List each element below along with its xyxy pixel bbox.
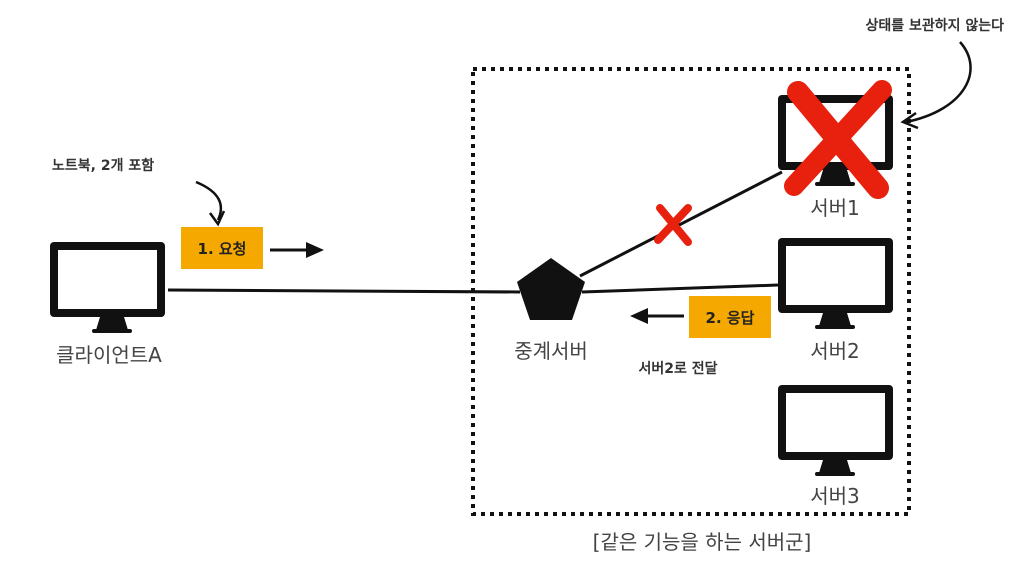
server1-failure-x-icon: [784, 80, 892, 199]
server2-label: 서버2: [810, 339, 860, 363]
client-proxy-line: [167, 288, 521, 294]
server1-label: 서버1: [810, 196, 860, 220]
broken-link-x-icon: [654, 204, 692, 246]
server-group-label: [같은 기능을 하는 서버군]: [593, 530, 812, 554]
client-label: 클라이언트A: [56, 343, 162, 367]
stateless-note: 상태를 보관하지 않는다: [865, 17, 1004, 34]
laptop-note: 노트북, 2개 포함: [52, 157, 154, 174]
request-tag: [181, 227, 263, 269]
proxy-label: 중계서버: [514, 339, 588, 363]
response-tag: [689, 296, 771, 338]
server3-label: 서버3: [810, 484, 860, 508]
client-monitor-icon: [50, 242, 165, 333]
response-tag-label: 2. 응답: [706, 309, 755, 327]
request-tag-label: 1. 요청: [198, 240, 247, 258]
server3-monitor-icon: [778, 385, 893, 476]
request-arrow-icon: [270, 242, 324, 258]
proxy-server2-line: [581, 283, 779, 294]
proxy-pentagon-icon: [517, 258, 585, 320]
proxy-server1-line: [579, 170, 783, 278]
forward-note: 서버2로 전달: [638, 360, 717, 377]
response-arrow-icon: [630, 308, 684, 324]
laptop-note-arrow: [195, 180, 223, 221]
stateless-note-arrow: [905, 41, 972, 124]
server2-monitor-icon: [778, 238, 893, 329]
